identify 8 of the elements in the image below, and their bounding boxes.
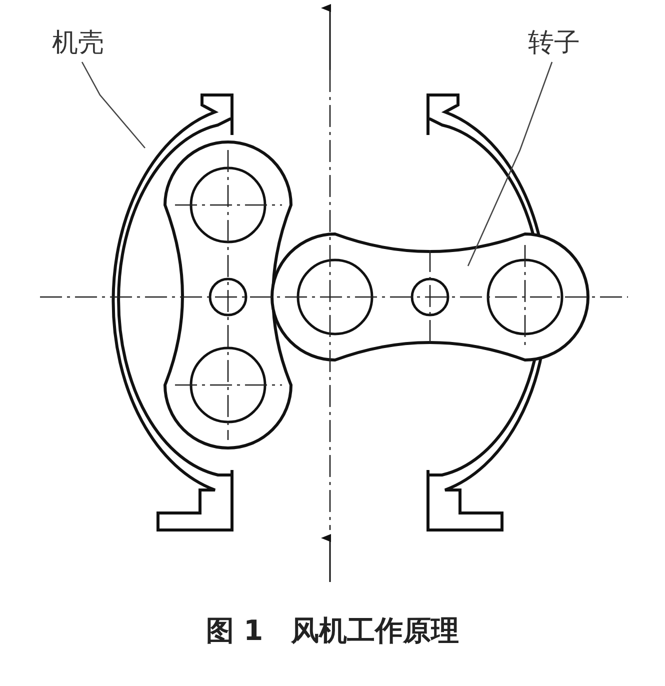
part-label: 机壳 xyxy=(52,28,104,60)
leader-line xyxy=(81,62,146,148)
figure-caption: 图 1 风机工作原理 xyxy=(204,613,460,649)
rotor xyxy=(164,140,292,450)
blower-casing xyxy=(112,94,590,532)
part-label: 转子 xyxy=(528,28,580,60)
leader-line xyxy=(467,62,553,266)
rotor xyxy=(270,232,590,362)
